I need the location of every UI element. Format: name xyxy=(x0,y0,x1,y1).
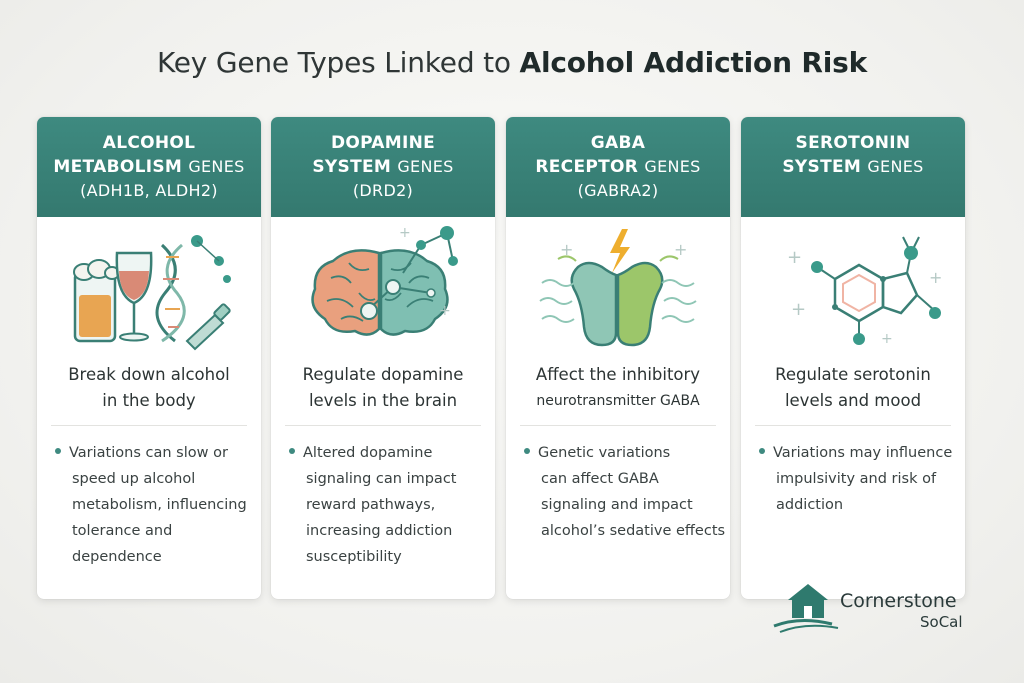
card-header-line1: SEROTONIN xyxy=(795,133,911,153)
card-header-line2: METABOLISM GENES xyxy=(53,157,245,177)
bullet-icon xyxy=(55,448,61,454)
card-header-line3: (GABRA2) xyxy=(577,181,659,200)
receptor-lightning-icon: + + xyxy=(539,229,697,347)
brain-molecule-icon: + + xyxy=(311,225,458,336)
svg-text:+: + xyxy=(399,225,411,241)
card-header-line3: (ADH1B, ALDH2) xyxy=(80,181,218,200)
svg-text:+: + xyxy=(791,299,806,320)
card-header-line1: GABA xyxy=(590,133,646,153)
card-gaba-receptor: GABA RECEPTOR GENES (GABRA2) + + Affect … xyxy=(506,117,730,599)
card-detail: Altered dopamine signaling can impact re… xyxy=(289,440,485,570)
card-divider xyxy=(755,425,951,426)
title-prefix: Key Gene Types Linked to xyxy=(156,46,520,79)
card-detail: Genetic variations can affect GABA signa… xyxy=(524,440,725,544)
card-header: DOPAMINE SYSTEM GENES (DRD2) xyxy=(271,117,495,217)
svg-text:+: + xyxy=(787,247,802,268)
card-divider xyxy=(51,425,247,426)
card-summary: Break down alcohol in the body xyxy=(68,365,230,410)
card-header-line1: ALCOHOL xyxy=(102,133,196,153)
card-summary: Regulate serotonin levels and mood xyxy=(775,365,931,410)
card-header-line1: DOPAMINE xyxy=(330,133,436,153)
bullet-icon xyxy=(524,448,530,454)
alcohol-dna-icon xyxy=(73,235,231,351)
card-summary: Regulate dopamine levels in the brain xyxy=(302,365,464,410)
card-detail: Variations may influence impulsivity and… xyxy=(759,440,955,518)
page-title: Key Gene Types Linked to Alcohol Addicti… xyxy=(0,46,1024,79)
card-header: ALCOHOL METABOLISM GENES (ADH1B, ALDH2) xyxy=(37,117,261,217)
card-dopamine-system: DOPAMINE SYSTEM GENES (DRD2) + + Regulat… xyxy=(271,117,495,599)
bullet-icon xyxy=(759,448,765,454)
title-bold: Alcohol Addiction Risk xyxy=(519,46,868,79)
card-header-line2: SYSTEM GENES xyxy=(312,157,454,177)
card-serotonin-system: SEROTONIN SYSTEM GENES + + + + Regulate … xyxy=(741,117,965,599)
card-header: SEROTONIN SYSTEM GENES xyxy=(741,117,965,217)
card-header: GABA RECEPTOR GENES (GABRA2) xyxy=(506,117,730,217)
logo-sub: SoCal xyxy=(920,613,963,631)
card-header-line2: SYSTEM GENES xyxy=(782,157,924,177)
logo-name: Cornerstone xyxy=(840,590,957,612)
bullet-icon xyxy=(289,448,295,454)
svg-text:+: + xyxy=(439,303,451,319)
serotonin-molecule-icon: + + + + xyxy=(787,236,942,347)
svg-text:+: + xyxy=(881,331,893,347)
house-logo-icon xyxy=(773,584,839,633)
card-header-line3: (DRD2) xyxy=(352,181,414,200)
svg-text:+: + xyxy=(929,268,942,287)
card-header-line2: RECEPTOR GENES xyxy=(535,157,701,177)
card-divider xyxy=(285,425,481,426)
svg-text:+: + xyxy=(560,240,573,259)
cornerstone-logo: Cornerstone SoCal xyxy=(770,578,970,634)
card-divider xyxy=(520,425,716,426)
card-detail: Variations can slow or speed up alcohol … xyxy=(55,440,251,570)
card-alcohol-metabolism: ALCOHOL METABOLISM GENES (ADH1B, ALDH2) … xyxy=(37,117,261,599)
svg-text:+: + xyxy=(674,240,687,259)
card-summary: Affect the inhibitory neurotransmitter G… xyxy=(535,365,701,409)
